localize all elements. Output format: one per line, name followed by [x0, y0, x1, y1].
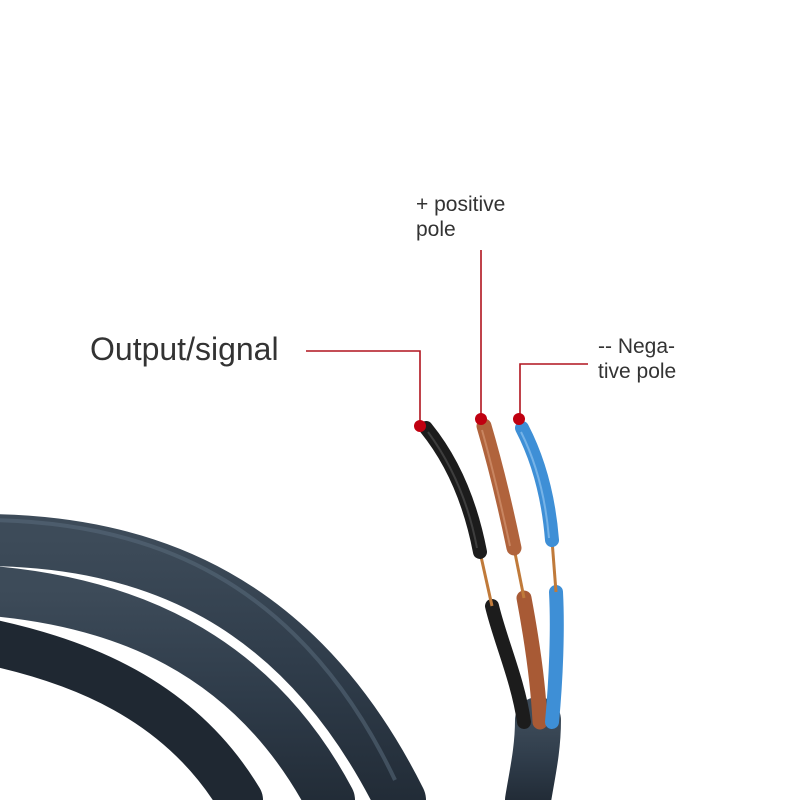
cable-lead-sheath: [505, 697, 561, 800]
cable-coil-highlight: [0, 518, 397, 781]
label-output-signal-text: Output/signal: [90, 331, 279, 367]
cable-coil: [0, 514, 561, 800]
label-positive-pole-line-2: pole: [416, 218, 456, 241]
label-positive-pole: + positive pole: [416, 192, 505, 242]
leader-line-output: [306, 350, 421, 425]
label-negative-pole: -- Nega- tive pole: [598, 334, 676, 384]
leader-dot-output: [414, 420, 426, 432]
wire-black: [419, 421, 531, 729]
label-output-signal: Output/signal: [90, 330, 279, 368]
leader-line-negative: [519, 363, 588, 418]
label-negative-pole-line-1: -- Nega-: [598, 335, 676, 358]
cable-coil-loop-back: [0, 620, 263, 800]
wire-blue: [515, 421, 564, 729]
label-negative-pole-line-2: tive pole: [598, 360, 677, 383]
leader-dot-negative: [513, 413, 525, 425]
leader-dot-positive: [475, 413, 487, 425]
cable-coil-loop-front: [0, 514, 426, 800]
leader-lines: [306, 250, 588, 432]
cable-coil-loop-middle: [0, 566, 355, 800]
wire-brown: [476, 418, 548, 730]
label-positive-pole-line-1: + positive: [416, 193, 506, 216]
